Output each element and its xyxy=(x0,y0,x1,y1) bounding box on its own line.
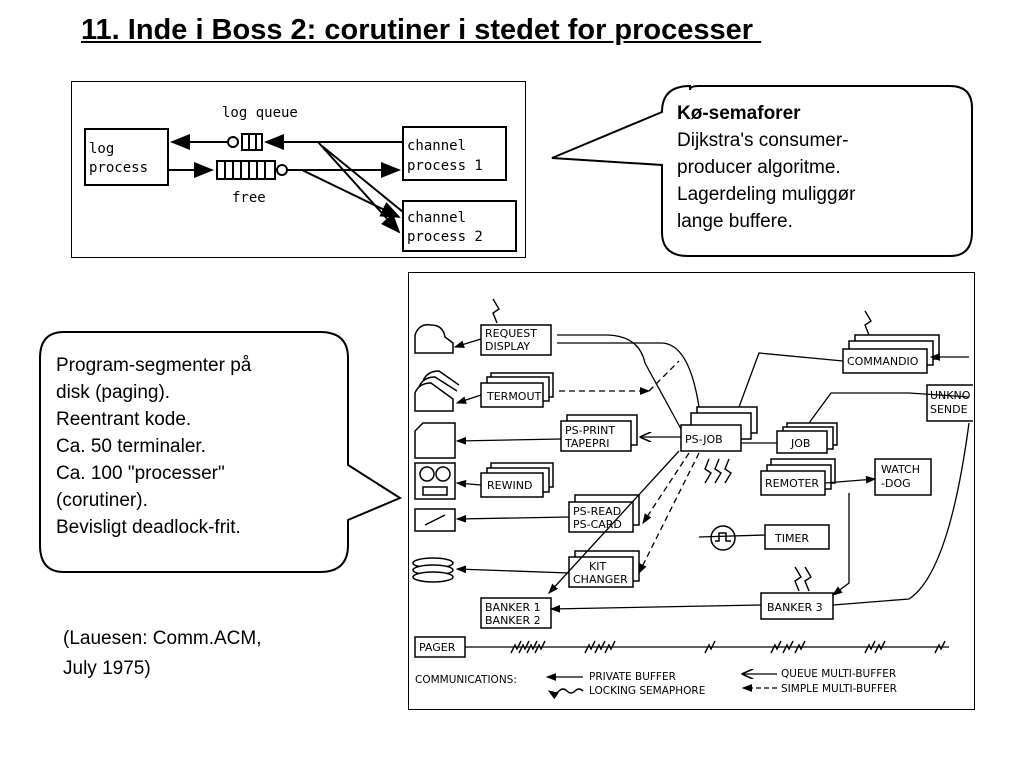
callout-left-line-6: (corutiner). xyxy=(56,490,148,511)
request-display-label-2: DISPLAY xyxy=(485,340,530,353)
callout-right-text: Kø-semaforer Dijkstra's consumer- produc… xyxy=(677,100,856,235)
watchdog-box xyxy=(874,458,932,496)
timer-label: TIMER xyxy=(774,532,809,545)
free-label: free xyxy=(232,190,266,206)
banker12-box xyxy=(480,597,552,629)
callout-left-line-1: Program-segmenter på xyxy=(56,355,252,376)
channel-process-1-box xyxy=(402,126,507,181)
request-display-label-1: REQUEST xyxy=(485,327,537,340)
channel2-label-1: channel xyxy=(407,210,466,226)
timer-box xyxy=(764,524,830,550)
ps-print-label-1: PS-PRINT xyxy=(565,424,615,437)
pager-label: PAGER xyxy=(419,641,456,654)
boss2-diagram: REQUEST DISPLAY TERMOUT PS-PRINT TAPEPRI… xyxy=(408,272,976,710)
callout-left-line-4: Ca. 50 terminaler. xyxy=(56,436,206,457)
callout-left-line-2: disk (paging). xyxy=(56,382,171,403)
kit-changer-label-1: KIT xyxy=(589,560,606,573)
callout-bubble-right xyxy=(551,84,973,257)
legend-private-buffer: PRIVATE BUFFER xyxy=(589,671,676,683)
ps-job-label: PS-JOB xyxy=(685,433,723,446)
log-process-box xyxy=(84,128,169,186)
remoter-box xyxy=(760,470,826,496)
reference-line-2: July 1975) xyxy=(63,658,151,679)
log-queue-label: log queue xyxy=(222,105,298,121)
ps-job-box xyxy=(680,424,742,452)
display-terminal-icon xyxy=(414,323,454,354)
terminals-icon xyxy=(414,382,454,412)
ps-read-label-2: PS-CARD xyxy=(573,518,622,531)
clock-icon xyxy=(710,525,736,551)
banker3-label: BANKER 3 xyxy=(767,601,823,614)
banker3-box xyxy=(760,592,834,620)
watchdog-label-1: WATCH xyxy=(881,463,920,476)
callout-left-line-7: Bevisligt deadlock-frit. xyxy=(56,517,241,538)
rewind-label: REWIND xyxy=(487,479,532,492)
legend-communications: COMMUNICATIONS: xyxy=(415,674,517,686)
log-queue-diagram: log process channel process 1 channel pr… xyxy=(71,81,526,258)
channel1-label-1: channel xyxy=(407,138,466,154)
banker12-label-1: BANKER 1 xyxy=(485,601,541,614)
kit-changer-label-2: CHANGER xyxy=(573,573,628,586)
termout-label: TERMOUT xyxy=(486,390,542,403)
callout-left-text: Program-segmenter på disk (paging). Reen… xyxy=(56,352,251,541)
job-label: JOB xyxy=(790,437,810,450)
job-box xyxy=(776,430,828,454)
slide-title: 11. Inde i Boss 2: corutiner i stedet fo… xyxy=(81,14,762,46)
callout-right-line-2: producer algoritme. xyxy=(677,157,841,178)
legend-queue-multi-buffer: QUEUE MULTI-BUFFER xyxy=(781,668,896,680)
legend-simple-multi-buffer: SIMPLE MULTI-BUFFER xyxy=(781,683,897,695)
callout-left-line-5: Ca. 100 "processer" xyxy=(56,463,225,484)
watchdog-label-2: -DOG xyxy=(881,477,911,490)
callout-left-line-3: Reentrant kode. xyxy=(56,409,192,430)
unknown-sender-box xyxy=(926,384,976,422)
request-display-box xyxy=(480,324,552,356)
commandio-box xyxy=(842,348,928,374)
channel2-label-2: process 2 xyxy=(407,229,483,245)
callout-bubble-left xyxy=(39,331,403,573)
channel1-label-2: process 1 xyxy=(407,158,483,174)
log-process-label-1: log xyxy=(89,141,114,157)
commandio-label: COMMANDIO xyxy=(847,355,919,368)
remoter-label: REMOTER xyxy=(765,477,819,490)
legend-locking-semaphore: LOCKING SEMAPHORE xyxy=(589,685,705,697)
ps-read-label-1: PS-READ xyxy=(573,505,621,518)
log-process-label-2: process xyxy=(89,160,148,176)
unknown-sender-label-2: SENDE xyxy=(930,403,968,416)
channel-process-2-box xyxy=(402,200,517,252)
callout-right-line-3: Lagerdeling muliggør xyxy=(677,184,856,205)
reference: (Lauesen: Comm.ACM, July 1975) xyxy=(63,624,262,684)
ps-print-label-2: TAPEPRI xyxy=(564,437,610,450)
callout-right-line-1: Dijkstra's consumer- xyxy=(677,130,849,151)
banker12-label-2: BANKER 2 xyxy=(485,614,541,627)
printer-icon xyxy=(414,422,456,459)
callout-right-heading: Kø-semaforer xyxy=(677,103,801,124)
log-queue-icon xyxy=(241,133,263,151)
callout-right-line-4: lange buffere. xyxy=(677,211,793,232)
rewind-box xyxy=(480,472,544,498)
ps-print-box xyxy=(560,420,632,452)
free-queue-icon xyxy=(216,160,276,180)
reference-line-1: (Lauesen: Comm.ACM, xyxy=(63,628,262,649)
